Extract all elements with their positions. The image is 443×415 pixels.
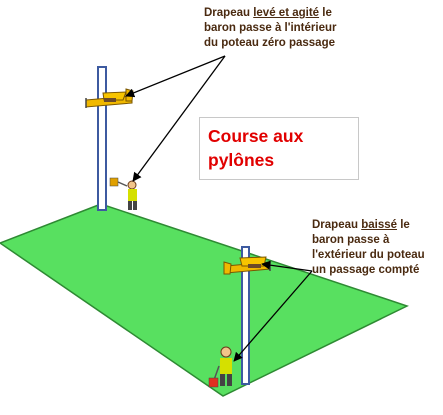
caption-top-emphasis: levé et agité — [253, 7, 320, 19]
caption-right-suffix: le — [397, 219, 410, 231]
arrow-right-to-plane — [261, 260, 313, 272]
flag-marshal-raised-icon — [109, 177, 137, 210]
diagram-title: Course aux pylônes — [208, 124, 303, 172]
caption-right-line-1: Drapeau baissé le — [312, 218, 425, 233]
title-line-1: Course aux — [208, 126, 304, 146]
caption-top-prefix: Drapeau — [204, 7, 254, 19]
caption-right-prefix: Drapeau — [312, 219, 362, 231]
arrow-right-to-marshal — [233, 270, 313, 362]
pylon-back — [97, 66, 107, 211]
flag-marshal-lowered-icon — [208, 346, 232, 388]
caption-right-line-2: baron passe à — [312, 234, 390, 246]
title-box: Course aux pylônes — [199, 117, 359, 180]
arrow-top-to-plane — [125, 55, 226, 98]
caption-top-suffix: le — [319, 7, 332, 19]
field — [0, 203, 409, 397]
plane-inside-icon — [85, 88, 134, 108]
arrow-top-to-marshal — [132, 55, 226, 182]
caption-top-line-1: Drapeau levé et agité le — [204, 6, 336, 21]
caption-right-line-3: l'extérieur du poteau — [312, 249, 425, 261]
pylon-front — [241, 246, 250, 385]
title-line-2: pylônes — [208, 150, 275, 170]
caption-top-line-3: du poteau zéro passage — [204, 37, 336, 49]
caption-right-emphasis: baissé — [361, 219, 398, 231]
caption-right-line-4: un passage compté — [312, 264, 420, 276]
caption-flag-raised: Drapeau levé et agité le baron passe à l… — [204, 6, 336, 51]
caption-flag-lowered: Drapeau baissé le baron passe à l'extéri… — [312, 218, 425, 278]
caption-top-line-2: baron passe à l'intérieur — [204, 22, 337, 34]
